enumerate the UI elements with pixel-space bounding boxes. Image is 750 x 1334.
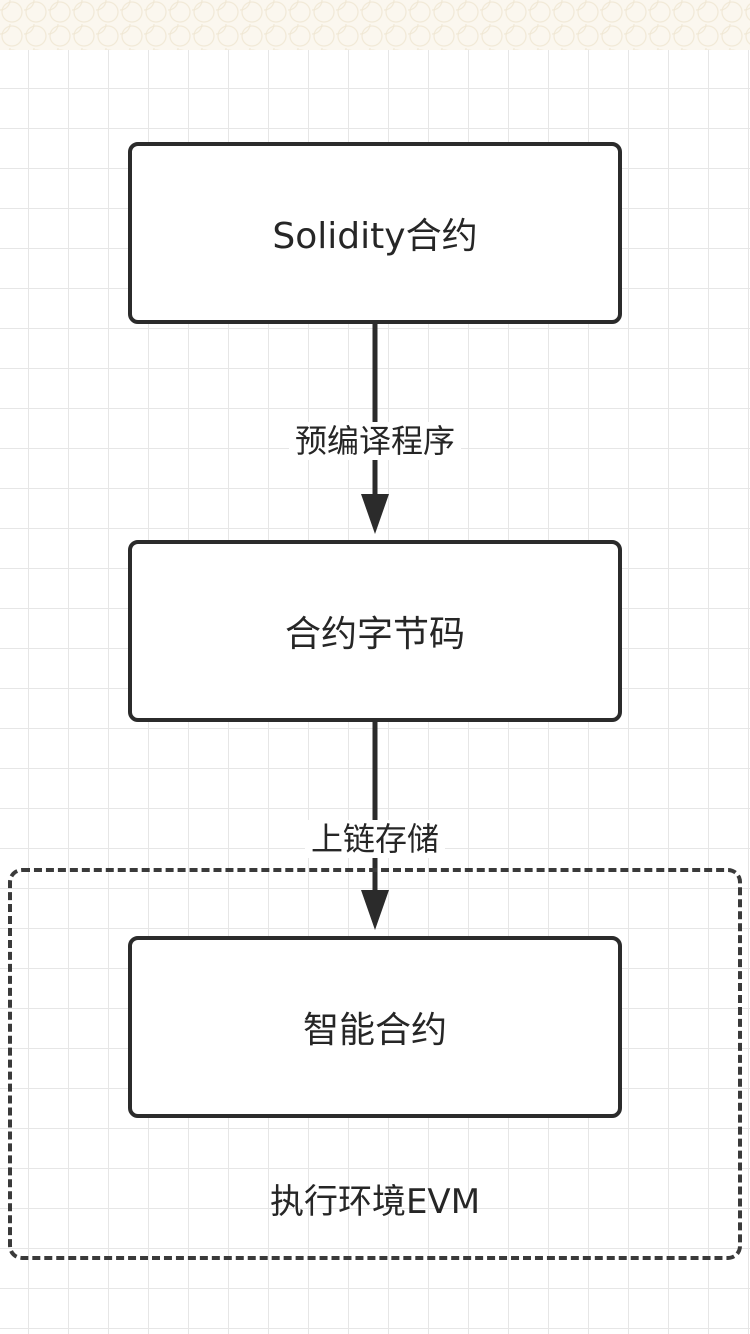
edge-label-precompile: 预编译程序 bbox=[0, 416, 750, 462]
edge-arrowhead-onchain bbox=[361, 890, 389, 930]
edge-label-onchain: 上链存储 bbox=[0, 814, 750, 860]
evm-container-label: 执行环境EVM bbox=[269, 1182, 481, 1222]
node-smart-contract: 智能合约 bbox=[128, 936, 622, 1118]
edge-label-text: 上链存储 bbox=[304, 820, 445, 858]
decorative-header-pattern bbox=[0, 0, 750, 50]
node-contract-bytecode: 合约字节码 bbox=[128, 540, 622, 722]
node-solidity-contract: Solidity合约 bbox=[128, 142, 622, 324]
node-label: 合约字节码 bbox=[284, 614, 465, 655]
edge-arrowhead-precompile bbox=[361, 494, 389, 534]
node-label: Solidity合约 bbox=[272, 216, 478, 257]
node-label: 智能合约 bbox=[302, 1010, 447, 1051]
edge-label-text: 预编译程序 bbox=[288, 422, 461, 460]
evm-container bbox=[8, 868, 742, 1260]
